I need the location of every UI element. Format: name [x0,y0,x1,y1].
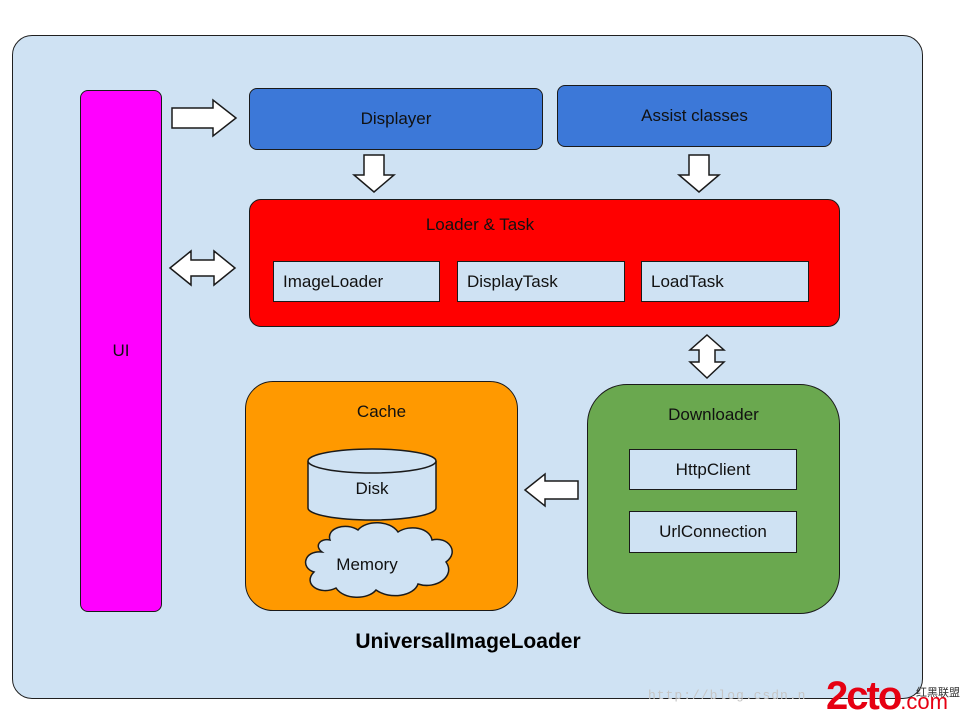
disk-cylinder-icon [307,448,437,521]
loader-task-title: Loader & Task [425,215,535,234]
arrow-right-icon [171,98,238,138]
watermark-brand: 2cto.com [826,676,948,722]
arrow-left-right-icon [168,249,237,287]
diagram-title: UniversalImageLoader [355,630,581,653]
imageloader-box: ImageLoader [273,261,440,302]
memory-label: Memory [336,555,398,574]
arrow-down-icon [676,154,722,193]
displaytask-box: DisplayTask [457,261,625,302]
loadtask-box: LoadTask [641,261,809,302]
displayer-box: Displayer [249,88,543,150]
arrow-up-down-icon [688,333,726,380]
memory-cloud-icon [304,522,453,598]
watermark-brand-suffix: .com [900,689,948,714]
watermark-brand-name: 2cto [826,674,902,718]
disk-label: Disk [355,479,389,498]
urlconnection-box: UrlConnection [629,511,797,553]
downloader-title: Downloader [668,405,759,424]
watermark-cn-text: 红黑联盟 [916,687,960,699]
displayer-label: Displayer [360,109,432,128]
arrow-down-icon [351,154,397,193]
assist-classes-label: Assist classes [641,106,748,125]
arrow-left-icon [523,472,579,508]
downloader-box [587,384,840,614]
ui-label: UI [112,341,130,360]
ui-box: UI [80,90,162,612]
cache-title: Cache [356,402,407,421]
httpclient-box: HttpClient [629,449,797,490]
watermark-url: http://blog.csdn.n [648,688,807,703]
assist-classes-box: Assist classes [557,85,832,147]
